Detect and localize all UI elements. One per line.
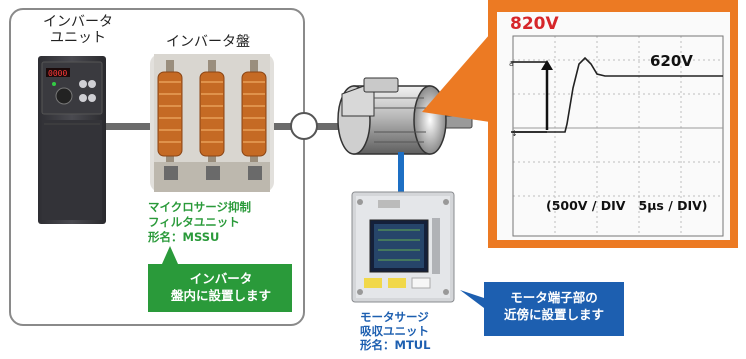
connection-terminal — [290, 112, 318, 140]
steady-voltage-label: 620V — [650, 52, 693, 70]
blue-callout: モータ端子部の 近傍に設置します — [503, 290, 604, 322]
surge-unit-cable — [398, 152, 404, 194]
scope-scale-label: (500V / DIV 5μs / DIV) — [546, 198, 708, 213]
svg-text:↓: ↓ — [511, 129, 518, 138]
oscilloscope-screen — [497, 12, 730, 240]
filter-unit-image — [150, 54, 274, 192]
green-callout: インバータ 盤内に設置します — [170, 271, 271, 303]
surge-absorber-image — [351, 191, 455, 303]
filter-unit-label: マイクロサージ抑制 フィルタユニット 形名：MSSU — [148, 200, 252, 244]
svg-text:a: a — [509, 59, 514, 68]
inverter-unit-label: インバータ ユニット — [43, 14, 113, 46]
scope-pointer — [422, 34, 490, 122]
blue-callout-shape — [460, 282, 624, 336]
inverter-unit-image: 0000 — [38, 56, 106, 224]
green-callout-shape — [148, 246, 292, 312]
oscilloscope-waveform: a ↓ — [509, 35, 724, 237]
svg-text:0000: 0000 — [48, 69, 67, 78]
surge-unit-label: モータサージ 吸収ユニット 形名：MTUL — [360, 310, 431, 352]
peak-voltage-label: 820V — [510, 14, 559, 34]
inverter-panel-label: インバータ盤 — [166, 34, 250, 50]
